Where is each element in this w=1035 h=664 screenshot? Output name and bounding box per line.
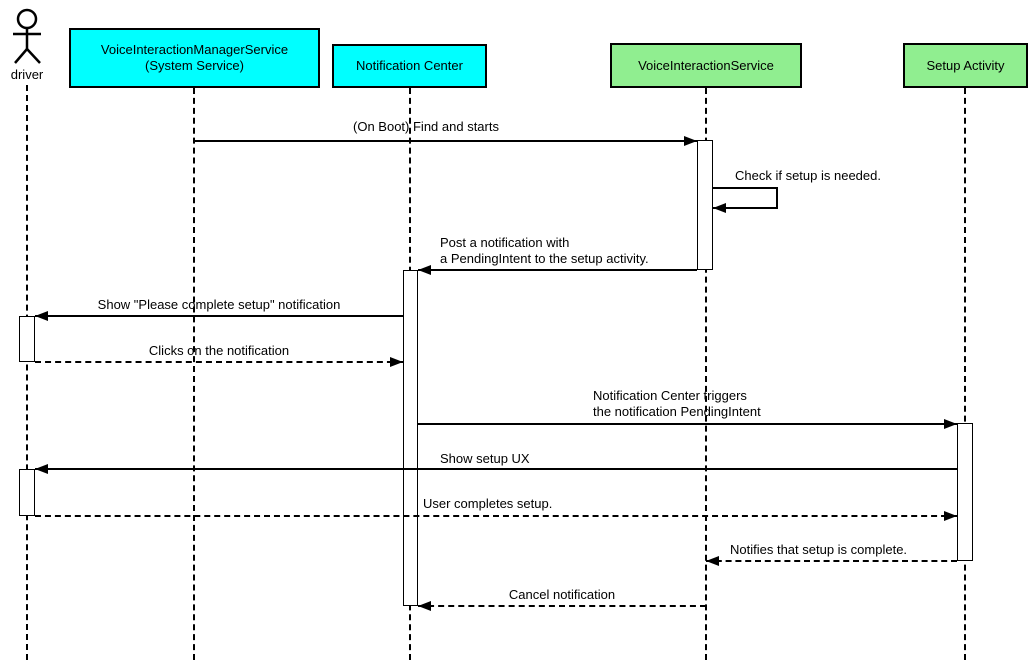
msg-post-notification-line — [418, 269, 697, 271]
act-driver-2 — [19, 469, 35, 516]
msg-show-setup-ux-arrowhead-icon — [35, 463, 48, 474]
msg-show-setup-ux-label: Show setup UX — [440, 451, 530, 466]
lifeline-setup-activity — [964, 88, 966, 660]
msg-cancel-notification-label: Cancel notification — [508, 587, 616, 602]
msg-check-if-setup-needed-label: Check if setup is needed. — [735, 168, 881, 183]
msg-find-and-starts-line — [194, 140, 697, 142]
msg-clicks-on-notification-label: Clicks on the notification — [148, 343, 290, 358]
msg-notifies-setup-complete-line — [706, 560, 957, 562]
msg-show-complete-setup-notification-arrowhead-icon — [35, 310, 48, 321]
participant-setup-activity-label-0: Setup Activity — [926, 57, 1005, 73]
msg-post-notification-arrowhead-icon — [418, 264, 431, 275]
act-setup-activity — [957, 423, 973, 561]
act-voice-interaction-service — [697, 140, 713, 270]
actor-driver-label: driver — [10, 67, 44, 82]
participant-voice-interaction-service: VoiceInteractionService — [610, 43, 802, 88]
msg-check-if-setup-needed-line-side — [776, 187, 778, 209]
msg-user-completes-setup-label: User completes setup. — [423, 496, 553, 511]
msg-check-if-setup-needed-arrowhead-icon — [713, 202, 726, 213]
act-notification-center — [403, 270, 418, 606]
participant-voice-interaction-service-label-0: VoiceInteractionService — [638, 57, 774, 73]
participant-setup-activity: Setup Activity — [903, 43, 1028, 88]
msg-show-complete-setup-notification-line — [35, 315, 403, 317]
msg-triggers-pendingintent-arrowhead-icon — [944, 418, 957, 429]
actor-person-icon — [13, 8, 41, 64]
msg-user-completes-setup-arrowhead-icon — [944, 510, 957, 521]
msg-cancel-notification-line — [418, 605, 706, 607]
msg-clicks-on-notification-arrowhead-icon — [390, 356, 403, 367]
msg-cancel-notification-arrowhead-icon — [418, 600, 431, 611]
lifeline-vims — [193, 88, 195, 660]
lifeline-voice-interaction-service — [705, 88, 707, 660]
msg-triggers-pendingintent-line — [418, 423, 957, 425]
msg-user-completes-setup-line — [35, 515, 957, 517]
lifeline-driver — [26, 85, 28, 660]
msg-show-complete-setup-notification-label: Show "Please complete setup" notificatio… — [97, 297, 341, 312]
msg-triggers-pendingintent-label: Notification Center triggers the notific… — [593, 388, 761, 419]
participant-vims-label-0: VoiceInteractionManagerService — [100, 42, 289, 57]
msg-check-if-setup-needed-line-out — [713, 187, 778, 189]
participant-notification-center-label-0: Notification Center — [356, 58, 463, 73]
participant-vims: VoiceInteractionManagerService(System Se… — [69, 28, 320, 88]
act-driver-1 — [19, 316, 35, 362]
msg-notifies-setup-complete-arrowhead-icon — [706, 555, 719, 566]
msg-check-if-setup-needed-line-back — [713, 207, 778, 209]
msg-find-and-starts-arrowhead-icon — [684, 135, 697, 146]
participant-vims-label-1: (System Service) — [145, 58, 244, 73]
msg-clicks-on-notification-line — [35, 361, 403, 363]
participant-notification-center: Notification Center — [332, 44, 487, 88]
msg-notifies-setup-complete-label: Notifies that setup is complete. — [730, 542, 908, 557]
msg-find-and-starts-label: (On Boot) Find and starts — [353, 119, 499, 134]
msg-show-setup-ux-line — [35, 468, 957, 470]
msg-post-notification-label: Post a notification with a PendingIntent… — [440, 235, 649, 266]
